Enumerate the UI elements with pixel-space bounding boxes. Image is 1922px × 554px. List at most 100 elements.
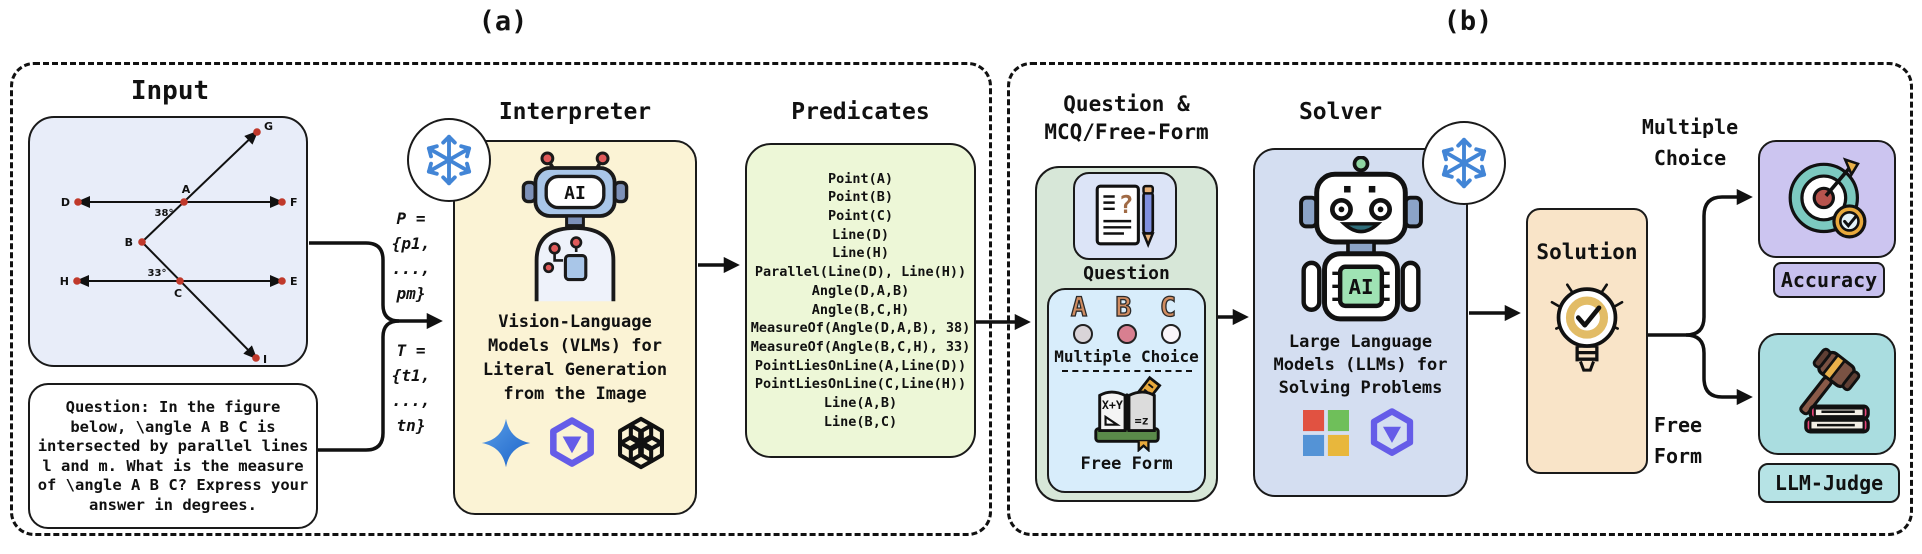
text-line: Vision-Language bbox=[498, 312, 652, 332]
point-label-I: I bbox=[263, 353, 267, 364]
qwen-logo-icon bbox=[550, 417, 594, 467]
text-line: Literal Generation bbox=[482, 360, 668, 380]
choice-circles bbox=[1072, 324, 1181, 344]
connector-question-to-interpreter bbox=[318, 319, 400, 452]
robot-ai-screen-label: AI bbox=[564, 183, 586, 204]
geometry-figure-box: D A F G B H C E I 38° 33° bbox=[28, 116, 308, 367]
llm-judge-badge: LLM-Judge bbox=[1758, 463, 1900, 503]
mcq-freeform-subbox: A B C Multiple Choice X+Y =z bbox=[1047, 288, 1206, 493]
text-line: from the Image bbox=[503, 384, 647, 404]
text-line: {t1, bbox=[391, 366, 431, 385]
gemini-logo-icon bbox=[481, 418, 531, 468]
text-line: Line(B,C) bbox=[823, 413, 898, 430]
text-line: PointLiesOnLine(A,Line(D)) bbox=[754, 357, 967, 374]
question-icon-box: ? bbox=[1073, 172, 1177, 260]
llm-robot-icon: AI bbox=[1298, 156, 1423, 322]
question-document-icon: ? bbox=[1095, 184, 1155, 249]
text-line: Point(C) bbox=[827, 207, 894, 224]
question-mark-glyph: ? bbox=[1119, 190, 1134, 219]
text-line: of \angle A B C? Express your bbox=[37, 476, 309, 494]
text-line: Line(D) bbox=[832, 226, 889, 243]
point-label-D: D bbox=[61, 196, 70, 209]
text-line: MeasureOf(Angle(B,C,H), 33) bbox=[750, 338, 971, 355]
solution-box: Solution bbox=[1526, 208, 1648, 474]
accuracy-icon-box bbox=[1758, 140, 1896, 258]
figure-lines bbox=[75, 130, 284, 360]
text-line: Line(A,B) bbox=[823, 395, 898, 412]
arrow-solution-to-llm-judge bbox=[1685, 333, 1753, 406]
interpreter-title: Interpreter bbox=[498, 99, 652, 125]
point-label-B: B bbox=[125, 236, 133, 249]
text-line: Large Language bbox=[1288, 332, 1433, 352]
text-line: Point(A) bbox=[827, 170, 894, 187]
text-line: ..., bbox=[391, 391, 431, 410]
question-sub-label: Question bbox=[1083, 263, 1170, 284]
frozen-model-badge bbox=[1422, 121, 1506, 205]
question-mcq-box: ? Question A B C Multiple Choice bbox=[1035, 166, 1218, 502]
arrow-solution-to-accuracy bbox=[1685, 188, 1753, 337]
accuracy-target-icon bbox=[1788, 157, 1867, 239]
panel-b-label: (b) bbox=[1443, 6, 1493, 37]
point-label-H: H bbox=[60, 275, 69, 288]
text-line: Angle(B,C,H) bbox=[811, 301, 910, 318]
text-line: Choice bbox=[1653, 146, 1727, 170]
point-label-F: F bbox=[290, 196, 298, 209]
predicates-title: Predicates bbox=[791, 99, 930, 125]
point-label-G: G bbox=[264, 120, 273, 133]
predicates-box: Point(A) Point(B)Point(C) Line(D) Line(H) Pa… bbox=[745, 143, 976, 458]
text-line: P = bbox=[396, 209, 426, 228]
solver-ai-chip-label: AI bbox=[1348, 275, 1373, 299]
accuracy-badge: Accuracy bbox=[1773, 262, 1885, 298]
t-set-label: T = {t1,..., tn} bbox=[383, 338, 439, 438]
text-line: Question: In the figure bbox=[65, 398, 281, 416]
angle-label-33: 33° bbox=[148, 268, 167, 279]
text-line: Parallel(Line(D), Line(H)) bbox=[754, 264, 967, 281]
math-book-icon: X+Y =z bbox=[1093, 375, 1162, 452]
solution-lightbulb-icon bbox=[1550, 283, 1624, 372]
panel-a bbox=[10, 62, 992, 536]
text-line: Line(H) bbox=[832, 245, 889, 262]
line-BG bbox=[141, 130, 259, 243]
text-line: T = bbox=[396, 341, 426, 360]
snowflake-icon bbox=[1441, 137, 1487, 189]
angle-label-38: 38° bbox=[155, 208, 174, 219]
frozen-model-badge bbox=[407, 118, 491, 202]
text-line: Solving Problems bbox=[1278, 378, 1443, 398]
text-line: ..., bbox=[391, 259, 431, 278]
text-line: PointLiesOnLine(C,Line(H)) bbox=[754, 376, 967, 393]
point-label-A: A bbox=[182, 183, 191, 196]
text-line: Multiple bbox=[1641, 115, 1739, 139]
question-mcq-title: Question &MCQ/Free-Form bbox=[1035, 90, 1218, 146]
point-label-E: E bbox=[290, 275, 298, 288]
gavel-books-icon bbox=[1799, 347, 1870, 434]
p-set-label: P ={p1,...,pm} bbox=[383, 206, 439, 306]
snowflake-icon bbox=[426, 134, 472, 186]
book-text-xy: X+Y bbox=[1101, 398, 1122, 412]
text-line: MCQ/Free-Form bbox=[1044, 120, 1209, 144]
geometry-figure: D A F G B H C E I 38° 33° bbox=[60, 120, 298, 364]
line-BI bbox=[141, 241, 258, 360]
panel-b bbox=[1007, 62, 1913, 536]
solver-logos bbox=[1302, 406, 1419, 460]
text-line: answer in degrees. bbox=[89, 495, 257, 514]
llm-judge-icon-box bbox=[1758, 333, 1896, 455]
figure-points bbox=[73, 128, 286, 362]
openai-logo-icon bbox=[617, 416, 665, 470]
free-form-sub-label: Free Form bbox=[1080, 454, 1173, 474]
text-line: Point(B) bbox=[827, 189, 894, 206]
text-line: Models (VLMs) for bbox=[487, 336, 662, 356]
text-line: Angle(D,A,B) bbox=[811, 282, 910, 299]
solver-title: Solver bbox=[1298, 99, 1383, 125]
mcq-divider bbox=[1061, 370, 1192, 372]
text-line: Form bbox=[1653, 444, 1703, 468]
text-line: pm} bbox=[396, 284, 426, 303]
text-line: below, \angle A B C is bbox=[70, 417, 276, 436]
text-line: tn} bbox=[396, 416, 426, 435]
